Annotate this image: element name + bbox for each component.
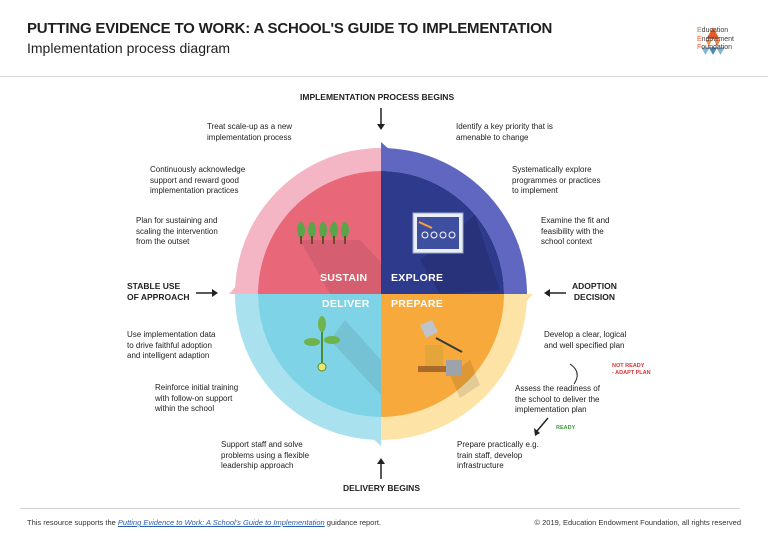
step-assess-readiness: Assess the readiness of the school to de… <box>515 384 600 414</box>
step-develop-plan: Develop a clear, logical and well specif… <box>544 330 627 350</box>
quadrant-label-deliver: DELIVER <box>322 298 370 310</box>
ring-arrow-sustain <box>229 275 263 294</box>
logo-line-3: Foundation <box>697 44 733 51</box>
footer-divider <box>20 508 740 509</box>
step-use-data: Use implementation data to drive faithfu… <box>127 330 216 360</box>
label-adoption-decision: ADOPTION DECISION <box>572 281 617 302</box>
page-subtitle: Implementation process diagram <box>27 40 231 56</box>
arrow-top <box>377 108 385 130</box>
ring-arrow-explore <box>381 142 400 176</box>
tools-icon <box>418 320 463 376</box>
ring-arrow-prepare <box>499 294 533 313</box>
sprout-icon <box>304 316 340 372</box>
quadrant-deliver <box>258 294 381 417</box>
footer-text-after: guidance report. <box>324 518 382 527</box>
arrow-not-ready <box>569 363 578 385</box>
arrow-right <box>544 289 566 297</box>
step-explore-programmes: Systematically explore programmes or pra… <box>512 165 601 195</box>
planning-board-icon <box>412 212 464 254</box>
ready-note: READY <box>556 425 576 431</box>
not-ready-note: NOT READY - ADAPT PLAN <box>612 363 651 376</box>
eef-logo-icon <box>701 27 725 55</box>
label-delivery-begins: DELIVERY BEGINS <box>343 483 420 493</box>
label-process-begins: IMPLEMENTATION PROCESS BEGINS <box>300 92 455 102</box>
label-stable-use: STABLE USE OF APPROACH <box>127 281 190 302</box>
arrow-ready <box>534 417 549 436</box>
logo-line-2: Endowment <box>697 35 734 43</box>
step-scale-up: Treat scale-up as a new implementation p… <box>207 122 293 142</box>
copyright-notice: © 2019, Education Endowment Foundation, … <box>534 518 741 527</box>
footer-text-before: This resource supports the <box>27 518 118 527</box>
step-plan-sustaining: Plan for sustaining and scaling the inte… <box>136 216 218 246</box>
logo-text: Education Endowment Foundation <box>697 27 734 53</box>
quadrant-label-explore: EXPLORE <box>391 272 443 284</box>
trees-icon <box>297 222 349 244</box>
step-identify-priority: Identify a key priority that is amenable… <box>456 122 553 142</box>
step-acknowledge: Continuously acknowledge support and rew… <box>150 165 246 195</box>
step-examine-fit: Examine the fit and feasibility with the… <box>541 216 610 246</box>
step-prepare-practically: Prepare practically e.g. train staff, de… <box>457 440 539 470</box>
header-divider <box>0 76 768 77</box>
step-support-staff: Support staff and solve problems using a… <box>221 440 310 470</box>
arrow-bottom <box>377 458 385 479</box>
quadrant-label-sustain: SUSTAIN <box>320 272 367 284</box>
page-title: PUTTING EVIDENCE TO WORK: A SCHOOL'S GUI… <box>27 20 553 37</box>
logo-line-1: Education <box>697 27 729 34</box>
ring-arrow-deliver <box>362 412 381 446</box>
step-reinforce-training: Reinforce initial training with follow-o… <box>155 383 239 413</box>
footer-note: This resource supports the Putting Evide… <box>27 518 381 527</box>
quadrant-label-prepare: PREPARE <box>391 298 443 310</box>
guidance-report-link[interactable]: Putting Evidence to Work: A School's Gui… <box>117 518 325 527</box>
arrow-left <box>196 289 218 297</box>
